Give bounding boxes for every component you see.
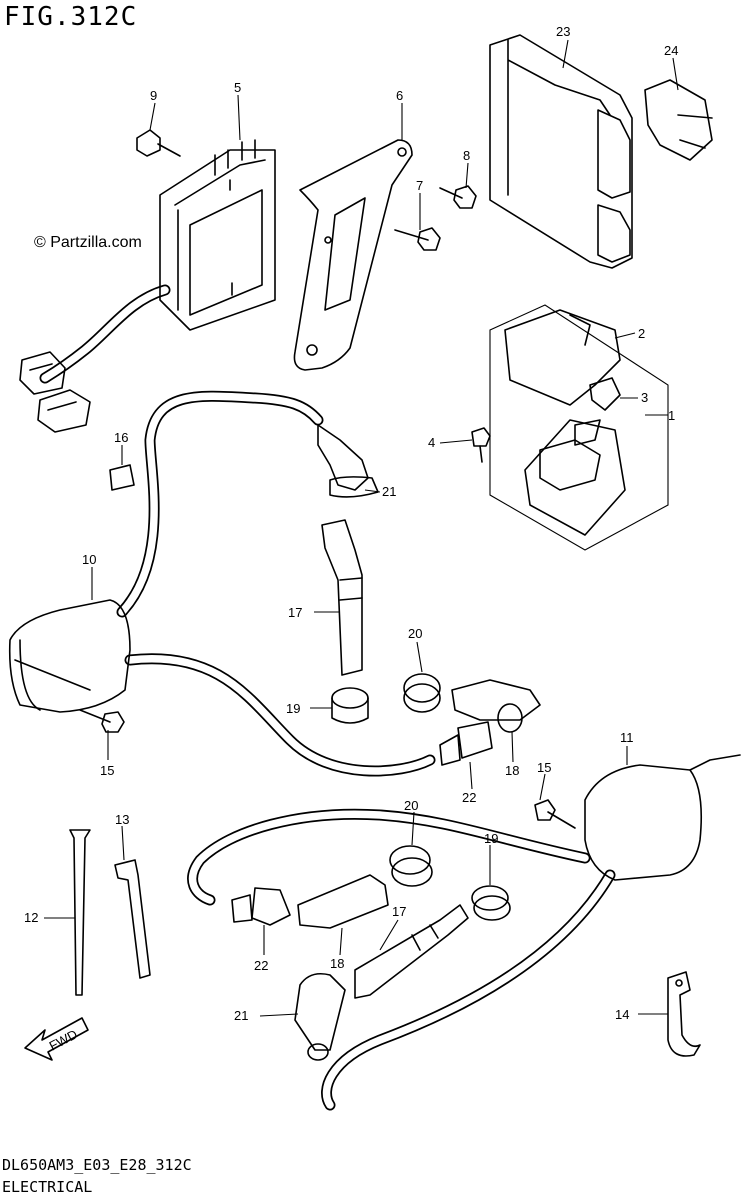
forward-direction-arrow: FWD xyxy=(24,1017,89,1061)
seal-19-upper[interactable] xyxy=(331,687,369,724)
regulator-rectifier[interactable] xyxy=(159,139,276,331)
plug-cap-21-upper[interactable] xyxy=(317,424,379,498)
callout-1: 1 xyxy=(668,408,675,423)
callout-13: 13 xyxy=(115,812,129,827)
plug-boot-17-lower[interactable] xyxy=(354,904,469,999)
callout-23: 23 xyxy=(556,24,570,39)
bolt-15-upper[interactable] xyxy=(79,709,125,733)
ignition-coil-10[interactable] xyxy=(8,599,131,713)
callout-7: 7 xyxy=(416,178,423,193)
callout-18-lower: 18 xyxy=(330,956,344,971)
callout-22-lower: 22 xyxy=(254,958,268,973)
relay-cover[interactable] xyxy=(504,309,621,406)
pad-16[interactable] xyxy=(109,464,135,491)
callout-14: 14 xyxy=(615,1007,629,1022)
callout-20-lower: 20 xyxy=(404,798,418,813)
regulator-connector-upper[interactable] xyxy=(19,351,66,395)
callout-22-upper: 22 xyxy=(462,790,476,805)
ignition-coil-11[interactable] xyxy=(584,754,741,881)
figure-title: FIG.312C xyxy=(4,2,138,32)
callout-12: 12 xyxy=(24,910,38,925)
cap-18-lower[interactable] xyxy=(297,874,389,929)
plug-boot-17-upper[interactable] xyxy=(321,519,363,676)
connector-22-lower[interactable] xyxy=(231,887,291,926)
callout-10: 10 xyxy=(82,552,96,567)
callout-18-upper: 18 xyxy=(505,763,519,778)
callout-8: 8 xyxy=(463,148,470,163)
plug-cap-21-lower[interactable] xyxy=(294,972,346,1061)
bolt-7[interactable] xyxy=(394,227,441,251)
callout-24: 24 xyxy=(664,43,678,58)
callout-9: 9 xyxy=(150,88,157,103)
callout-2: 2 xyxy=(638,326,645,341)
callout-leaders xyxy=(44,39,679,1017)
callout-21-lower: 21 xyxy=(234,1008,248,1023)
footer-section: ELECTRICAL xyxy=(2,1178,93,1196)
bolt-15-lower[interactable] xyxy=(534,799,576,829)
callout-16: 16 xyxy=(114,430,128,445)
callout-15-lower: 15 xyxy=(537,760,551,775)
callout-15-upper: 15 xyxy=(100,763,114,778)
footer-model-code: DL650AM3_E03_E28_312C xyxy=(2,1156,192,1174)
callout-6: 6 xyxy=(396,88,403,103)
ecm-connector-24[interactable] xyxy=(644,79,713,161)
regulator-harness-wire xyxy=(39,284,171,384)
bolt-9[interactable] xyxy=(136,129,181,157)
callout-20-upper: 20 xyxy=(408,626,422,641)
callout-11: 11 xyxy=(620,730,634,745)
callout-17-upper: 17 xyxy=(288,605,302,620)
coil-11-upper-wire xyxy=(187,808,591,906)
watermark: © Partzilla.com xyxy=(34,234,142,251)
callout-19-lower: 19 xyxy=(484,831,498,846)
screw-4[interactable] xyxy=(471,427,491,463)
callout-17-lower: 17 xyxy=(392,904,406,919)
relay-assembly-outline xyxy=(489,304,669,551)
connector-22-upper[interactable] xyxy=(439,721,493,766)
seal-19-lower[interactable] xyxy=(471,885,511,921)
grommet-20-upper[interactable] xyxy=(403,673,441,713)
ecm-unit[interactable] xyxy=(489,34,633,269)
regulator-connector-lower[interactable] xyxy=(37,389,91,433)
fwd-label: FWD xyxy=(47,1026,80,1053)
cable-tie-12[interactable] xyxy=(69,829,91,996)
bracket[interactable] xyxy=(293,139,413,371)
clamp-14[interactable] xyxy=(667,971,701,1057)
callout-19-upper: 19 xyxy=(286,701,300,716)
callout-4: 4 xyxy=(428,435,435,450)
callout-21-upper: 21 xyxy=(382,484,396,499)
fuse[interactable] xyxy=(589,377,621,411)
coil-10-upper-wire xyxy=(116,390,324,618)
coil-10-lower-wire xyxy=(124,653,436,777)
callout-5: 5 xyxy=(234,80,241,95)
starter-relay[interactable] xyxy=(524,419,626,536)
cap-18-upper[interactable] xyxy=(451,679,541,733)
grommet-20-lower[interactable] xyxy=(389,845,433,887)
bolt-8[interactable] xyxy=(439,185,477,209)
coil-11-lower-wire xyxy=(321,869,616,1111)
callout-3: 3 xyxy=(641,390,648,405)
clamp-13[interactable] xyxy=(114,859,151,979)
callout-labels: 1 2 3 4 5 6 7 8 9 10 11 12 13 14 15 15 1… xyxy=(24,24,678,1023)
